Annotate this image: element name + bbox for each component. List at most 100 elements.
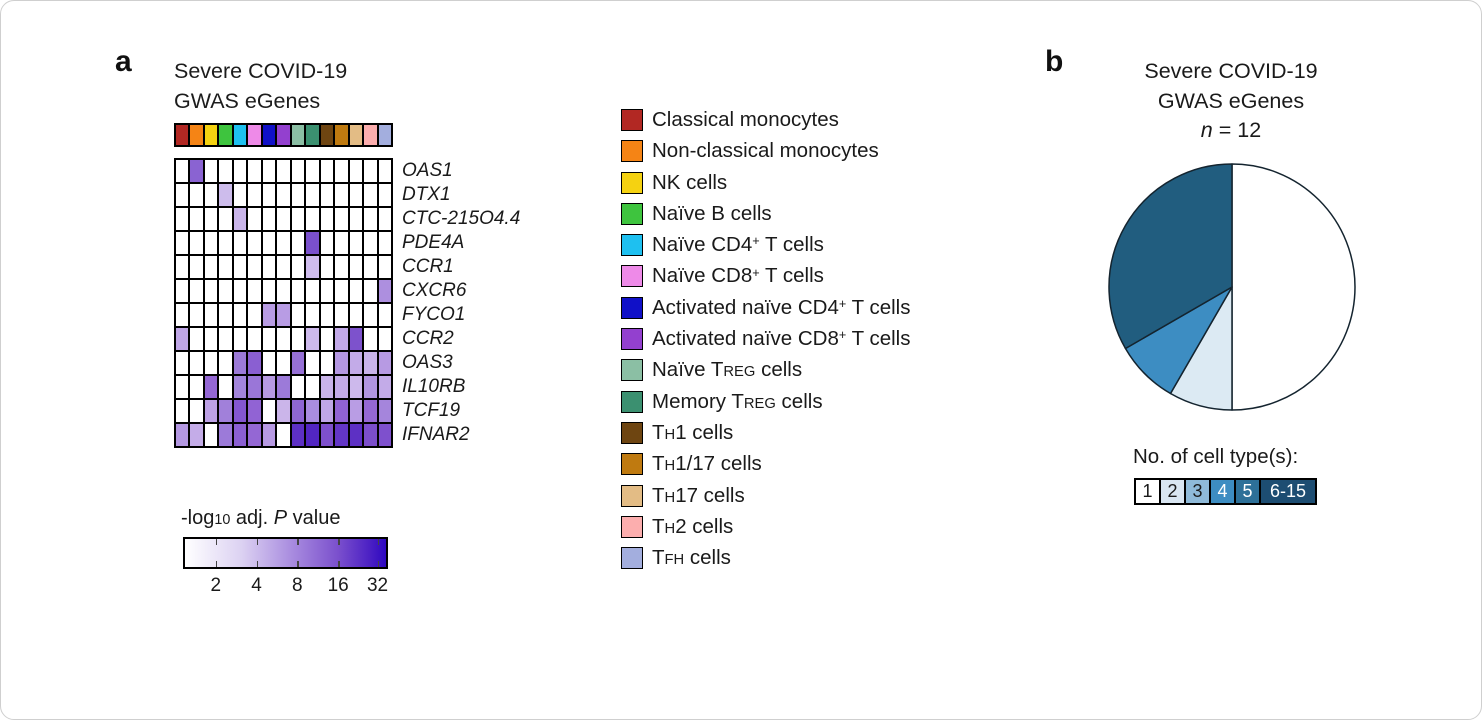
- gene-label: CTC-215O4.4: [402, 208, 521, 229]
- heatmap-cell: [320, 160, 334, 182]
- cell-type-legend-item: Naïve CD4+ T cells: [621, 233, 910, 257]
- heatmap-cell: [335, 400, 348, 422]
- cell-type-legend-item: Activated naïve CD4+ T cells: [621, 295, 911, 319]
- heatmap-cell: [277, 424, 290, 446]
- cell-type-strip-swatch: [248, 125, 261, 145]
- heatmap-cell: [277, 256, 290, 278]
- heatmap-cell: [176, 280, 189, 302]
- cell-type-legend-item: TH2 cells: [621, 515, 910, 538]
- cell-type-legend-item: Naïve TREG cells: [621, 358, 910, 382]
- heatmap-cell: [176, 184, 189, 206]
- heatmap-cell: [262, 328, 276, 350]
- cell-type-strip-swatch: [335, 125, 348, 145]
- cell-type-strip-swatch: [291, 125, 305, 145]
- heatmap-cell: [378, 208, 391, 230]
- heatmap-cell: [219, 280, 232, 302]
- heatmap-cell: [364, 352, 377, 374]
- cell-type-legend-item: TH17 cells: [621, 484, 910, 507]
- heatmap-cell: [248, 352, 261, 374]
- heatmap-cell: [364, 328, 377, 350]
- count-bucket-4: 4: [1209, 478, 1236, 505]
- heatmap-cell: [219, 304, 232, 326]
- heatmap-cell: [277, 280, 290, 302]
- heatmap-cell: [349, 352, 363, 374]
- cell-type-strip-swatch: [306, 125, 319, 145]
- heatmap-cell: [233, 400, 247, 422]
- colorbar-tick-label: 16: [327, 575, 349, 596]
- heatmap-cell: [248, 184, 261, 206]
- heatmap-cell: [233, 256, 247, 278]
- heatmap-cell: [204, 304, 218, 326]
- heatmap-cell: [219, 208, 232, 230]
- colorbar-tick: [377, 561, 380, 567]
- cell-type-legend-item: Non-classical monocytes: [621, 139, 910, 163]
- heatmap-cell: [364, 424, 377, 446]
- heatmap-cell: [233, 328, 247, 350]
- heatmap-cell: [378, 400, 391, 422]
- gene-label: CXCR6: [402, 280, 467, 301]
- heatmap-title-line1: Severe COVID-19: [174, 59, 348, 83]
- heatmap-cell: [320, 304, 334, 326]
- heatmap-cell: [364, 232, 377, 254]
- heatmap-cell: [378, 280, 391, 302]
- heatmap-cell: [378, 328, 391, 350]
- heatmap-cell: [248, 328, 261, 350]
- heatmap-cell: [378, 304, 391, 326]
- heatmap-cell: [320, 400, 334, 422]
- heatmap-cell: [190, 328, 203, 350]
- heatmap-cell: [306, 304, 319, 326]
- heatmap-cell: [176, 400, 189, 422]
- heatmap-cell: [262, 376, 276, 398]
- heatmap-cell: [335, 352, 348, 374]
- heatmap-cell: [378, 160, 391, 182]
- gene-label: OAS1: [402, 160, 453, 181]
- heatmap-cell: [219, 184, 232, 206]
- gene-label: CCR1: [402, 256, 454, 277]
- heatmap-cell: [349, 160, 363, 182]
- heatmap-cell: [291, 280, 305, 302]
- heatmap-cell: [233, 352, 247, 374]
- cell-type-swatch: [621, 140, 643, 163]
- heatmap-cell: [204, 424, 218, 446]
- colorbar-tick: [256, 561, 259, 567]
- heatmap-cell: [291, 424, 305, 446]
- heatmap-cell: [277, 304, 290, 326]
- cell-type-strip-swatch: [320, 125, 334, 145]
- heatmap-cell: [349, 328, 363, 350]
- heatmap-cell: [204, 208, 218, 230]
- cell-type-swatch: [621, 453, 643, 476]
- heatmap-cell: [306, 256, 319, 278]
- pie-slice-6-15: [1108, 163, 1233, 350]
- heatmap-cell: [291, 304, 305, 326]
- heatmap-cell: [277, 376, 290, 398]
- heatmap-cell: [320, 352, 334, 374]
- cell-type-swatch: [621, 484, 643, 507]
- heatmap-cell: [190, 352, 203, 374]
- cell-type-swatch: [621, 202, 643, 225]
- heatmap-cell: [262, 256, 276, 278]
- cell-type-swatch: [621, 421, 643, 444]
- heatmap-cell: [204, 184, 218, 206]
- heatmap-cell: [219, 376, 232, 398]
- heatmap-cell: [204, 328, 218, 350]
- heatmap-cell: [233, 376, 247, 398]
- cell-type-swatch: [621, 328, 643, 351]
- heatmap-cell: [277, 160, 290, 182]
- cell-type-swatch: [621, 171, 643, 194]
- heatmap-cell: [262, 352, 276, 374]
- heatmap-cell: [277, 352, 290, 374]
- heatmap-cell: [219, 256, 232, 278]
- heatmap-cell: [233, 304, 247, 326]
- pie-n-label: n = 12: [1200, 118, 1262, 142]
- cell-type-label: Activated naïve CD4+ T cells: [652, 295, 911, 319]
- heatmap-cell: [291, 328, 305, 350]
- heatmap-cell: [262, 400, 276, 422]
- colorbar-tick: [215, 561, 218, 567]
- heatmap-cell: [248, 256, 261, 278]
- heatmap-cell: [291, 256, 305, 278]
- cell-type-label: Memory TREG cells: [652, 389, 823, 413]
- heatmap-cell: [190, 184, 203, 206]
- heatmap-cell: [176, 328, 189, 350]
- heatmap-cell: [349, 280, 363, 302]
- cell-type-swatch: [621, 547, 643, 570]
